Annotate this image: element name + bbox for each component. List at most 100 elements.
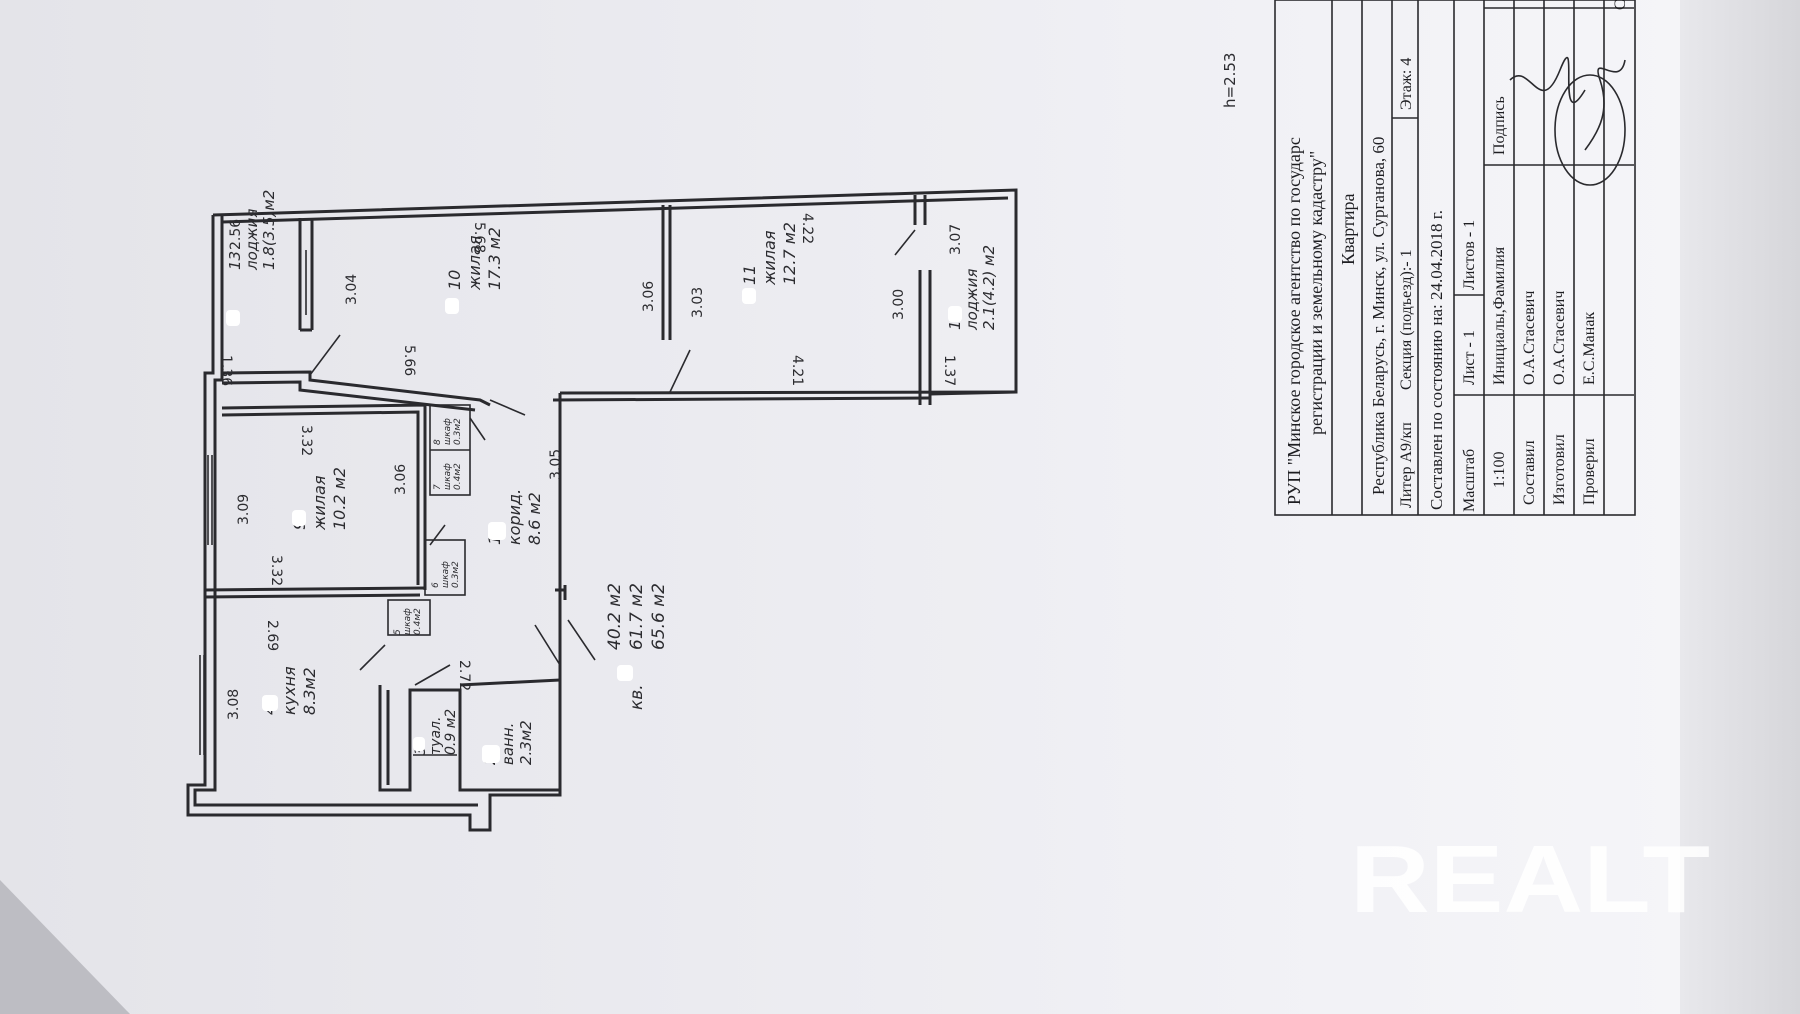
apartment-label: кв. xyxy=(627,684,647,710)
closet-7-label: 7 шкаф 0.4м2 xyxy=(433,463,463,490)
composed-name: О.А.Стасевич xyxy=(1521,291,1538,385)
room-13-id: 13 xyxy=(226,251,244,270)
realt-watermark: REALT xyxy=(1350,826,1710,933)
svg-text:7: 7 xyxy=(433,484,443,490)
signature-2 xyxy=(1584,59,1626,151)
room-13-name: лоджия xyxy=(243,209,261,271)
scale-value: 1:100 xyxy=(1491,452,1508,488)
svg-text:3.09: 3.09 xyxy=(236,494,252,525)
svg-text:1.37: 1.37 xyxy=(941,355,957,386)
sheets: Листов - 1 xyxy=(1461,220,1478,290)
svg-text:5.68: 5.68 xyxy=(471,222,487,253)
svg-text:0.4м2: 0.4м2 xyxy=(413,608,423,635)
svg-text:0.4м2: 0.4м2 xyxy=(453,463,463,490)
area-total: 61.7 м2 xyxy=(627,583,647,650)
svg-text:шкаф: шкаф xyxy=(443,463,453,490)
windows xyxy=(199,455,213,755)
room-11-id: 11 xyxy=(740,265,759,285)
svg-text:3.06: 3.06 xyxy=(641,281,657,312)
door-swings xyxy=(309,229,916,686)
corner-letter: С xyxy=(1612,0,1629,10)
section: Секция (подъезд):- 1 xyxy=(1398,249,1415,390)
apartment-areas: 40.2 м2 61.7 м2 65.6 м2 кв. xyxy=(605,583,669,710)
svg-text:шкаф: шкаф xyxy=(443,418,453,445)
room-11-area: 12.7 м2 xyxy=(780,222,799,285)
checked-name: Е.С.Манак xyxy=(1581,312,1598,385)
svg-text:3.32: 3.32 xyxy=(268,555,284,586)
svg-text:0.3м2: 0.3м2 xyxy=(453,418,463,445)
scale-label: Масштаб xyxy=(1461,449,1478,512)
inner-walls xyxy=(204,195,932,792)
area-with-loggia: 65.6 м2 xyxy=(649,583,669,650)
room-12-name: лоджия xyxy=(963,269,981,331)
room-10-area: 17.3 м2 xyxy=(485,227,504,290)
made-label: Изготовил xyxy=(1551,434,1568,505)
svg-text:0.3м2: 0.3м2 xyxy=(451,561,461,588)
room-11-name: жилая xyxy=(760,230,779,286)
room-10-name: жилая xyxy=(465,235,484,291)
svg-text:шкаф: шкаф xyxy=(441,561,451,588)
svg-text:3.04: 3.04 xyxy=(344,274,360,305)
room-11-label: 11 жилая 12.7 м2 xyxy=(740,222,799,286)
room-9-name: жилая xyxy=(310,475,329,531)
title-block: РУП "Минское городское агентство по госу… xyxy=(1274,0,1636,516)
svg-text:1.36: 1.36 xyxy=(218,355,234,386)
object-type: Квартира xyxy=(1338,193,1358,265)
svg-text:8: 8 xyxy=(433,439,443,445)
room-3-name: туал. xyxy=(428,717,444,755)
closet-8-label: 8 шкаф 0.3м2 xyxy=(433,418,463,445)
svg-text:4.21: 4.21 xyxy=(789,355,805,386)
stamp-circle xyxy=(1554,74,1626,186)
svg-text:2.69: 2.69 xyxy=(264,620,280,651)
room-3-area: 0.9 м2 xyxy=(443,709,459,755)
outer-walls xyxy=(186,188,1018,832)
room-10-id: 10 xyxy=(445,270,464,290)
org-line1: РУП "Минское городское агентство по госу… xyxy=(1284,137,1304,505)
col-sign: Подпись xyxy=(1491,96,1508,155)
svg-text:3.08: 3.08 xyxy=(226,689,242,720)
signature-1 xyxy=(1509,56,1586,104)
svg-text:шкаф: шкаф xyxy=(403,608,413,635)
svg-text:3.03: 3.03 xyxy=(690,287,706,318)
svg-text:5.66: 5.66 xyxy=(401,345,417,376)
svg-text:3.32: 3.32 xyxy=(298,425,314,456)
svg-text:3.00: 3.00 xyxy=(891,289,907,320)
room-4-area: 8.3м2 xyxy=(300,667,319,715)
table-edge xyxy=(1680,0,1800,1014)
org-line2: регистрации и земельному кадастру" xyxy=(1306,151,1326,435)
sheet: Лист - 1 xyxy=(1461,330,1478,385)
room-4-name: кухня xyxy=(280,666,299,715)
room-1-area: 8.6 м2 xyxy=(525,492,544,545)
room-1-name: корид. xyxy=(505,489,524,545)
redaction-marks xyxy=(226,288,962,763)
room-12-area: 2.1(4.2) м2 xyxy=(980,245,998,330)
dimension-labels: 2.56 3.04 5.68 3.06 3.03 4.22 3.00 3.07 … xyxy=(218,53,1239,720)
made-name: О.А.Стасевич xyxy=(1551,291,1568,385)
col-names: Инициалы,Фамилия xyxy=(1491,246,1508,385)
room-13-area: 1.8(3.5)м2 xyxy=(260,190,278,270)
closet-6-label: 6 шкаф 0.3м2 xyxy=(431,561,461,588)
room-2-name: ванн. xyxy=(499,723,517,765)
floor: Этаж: 4 xyxy=(1398,58,1415,110)
area-living: 40.2 м2 xyxy=(605,583,625,650)
room-2-area: 2.3м2 xyxy=(517,720,535,765)
address: Республика Беларусь, г. Минск, ул. Сурга… xyxy=(1369,137,1388,495)
state-date: Составлен по состоянию на: 24.04.2018 г. xyxy=(1427,210,1446,510)
svg-text:3.07: 3.07 xyxy=(948,224,964,255)
liter: Литер А9/кп xyxy=(1398,422,1415,508)
checked-label: Проверил xyxy=(1581,438,1598,505)
closet-5-label: 5 шкаф 0.4м2 xyxy=(393,608,423,635)
svg-text:3.06: 3.06 xyxy=(393,464,409,495)
svg-text:2.56: 2.56 xyxy=(228,219,244,250)
room-10-label: 10 жилая 17.3 м2 xyxy=(445,227,504,291)
corner-shadow xyxy=(0,880,130,1014)
svg-text:5: 5 xyxy=(393,629,403,635)
svg-text:6: 6 xyxy=(431,582,441,588)
room-9-area: 10.2 м2 xyxy=(330,467,349,530)
svg-text:4.22: 4.22 xyxy=(799,213,815,244)
svg-text:2.72: 2.72 xyxy=(456,660,472,691)
svg-text:3.05: 3.05 xyxy=(548,449,564,480)
ceiling-height: h=2.53 xyxy=(1221,53,1239,108)
